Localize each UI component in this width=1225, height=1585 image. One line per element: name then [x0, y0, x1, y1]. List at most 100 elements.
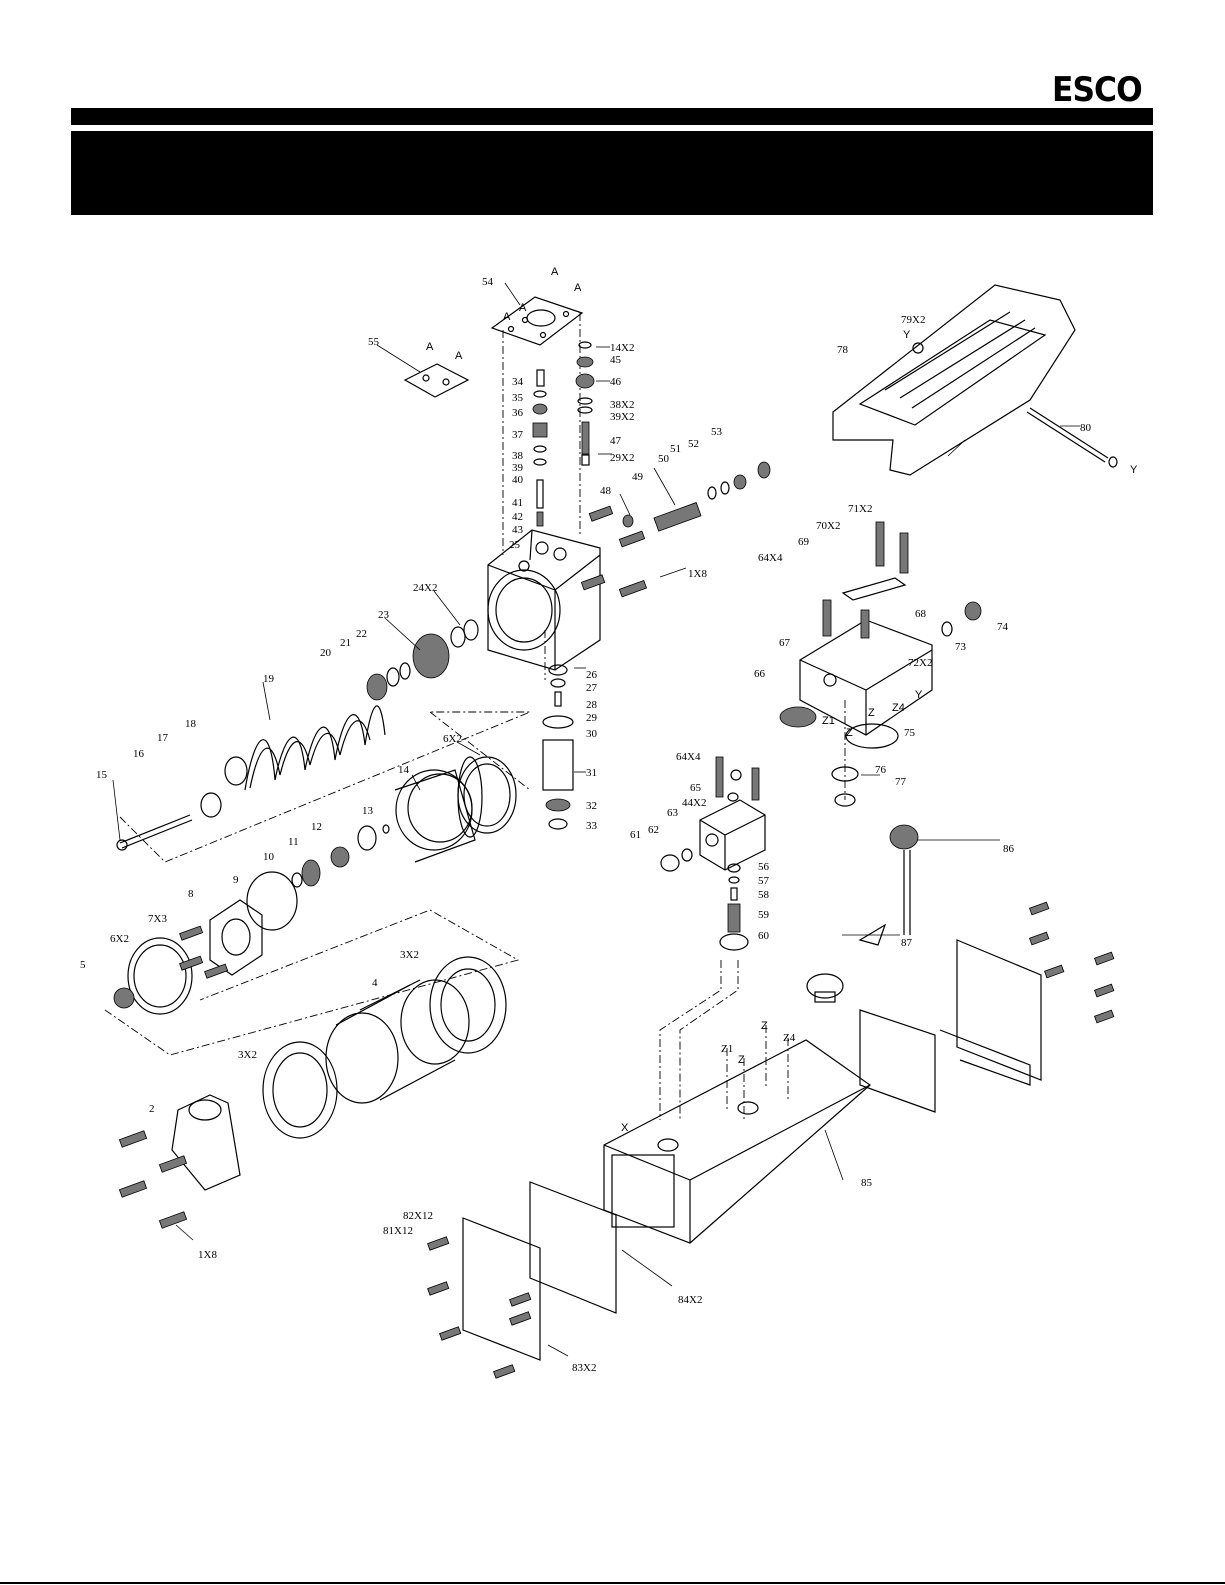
callout-47: 47	[610, 435, 622, 447]
callout-42: 42	[512, 511, 523, 523]
ring-6x2-upper	[457, 756, 517, 834]
callout-60: 60	[758, 930, 770, 942]
valve-stack-left	[532, 369, 548, 527]
callout-29x2: 29X2	[610, 452, 634, 464]
callout-21: 21	[340, 637, 351, 649]
gasket-3x2-right	[429, 956, 507, 1054]
callout-29: 29	[586, 712, 598, 724]
callout-34: 34	[512, 376, 524, 388]
header-title-bar	[71, 131, 1153, 215]
callout-z4: Z4	[892, 702, 905, 714]
callout-z: Z	[868, 707, 875, 719]
callout-70x2: 70X2	[816, 520, 840, 532]
callout-56: 56	[758, 861, 770, 873]
callout-14: 14	[398, 764, 410, 776]
callout-52: 52	[688, 438, 699, 450]
callout-40: 40	[512, 474, 524, 486]
callout-17: 17	[157, 732, 169, 744]
callout-73: 73	[955, 641, 967, 653]
callout-50: 50	[658, 453, 670, 465]
callout-61: 61	[630, 829, 641, 841]
callout-y: Y	[1130, 464, 1138, 476]
callout-2: 2	[149, 1103, 155, 1115]
callout-6x2: 6X2	[443, 733, 462, 745]
callout-26: 26	[586, 669, 598, 681]
callout-59: 59	[758, 909, 770, 921]
callout-6x2: 6X2	[110, 933, 129, 945]
end-plate-gasket-84x2	[529, 1009, 936, 1314]
callout-a: A	[574, 282, 582, 294]
callout-44x2: 44X2	[682, 797, 706, 809]
seal-44x2	[727, 792, 739, 802]
screws-1x8-lower	[118, 1130, 188, 1229]
callout-49: 49	[632, 471, 644, 483]
check-valve-56-60	[719, 863, 749, 951]
callout-83x2: 83X2	[572, 1362, 596, 1374]
callout-11: 11	[288, 836, 299, 848]
callout-57: 57	[758, 875, 770, 887]
callout-y: Y	[903, 329, 911, 341]
end-cap-2	[171, 1094, 241, 1191]
callout-31: 31	[586, 767, 597, 779]
bracket-left-83x2	[462, 1217, 541, 1361]
callout-38x2: 38X2	[610, 399, 634, 411]
callout-24x2: 24X2	[413, 582, 437, 594]
callout-46: 46	[610, 376, 622, 388]
callout-3x2: 3X2	[400, 949, 419, 961]
callout-10: 10	[263, 851, 275, 863]
brand-logo: ESCO	[1052, 70, 1143, 110]
callout-15: 15	[96, 769, 108, 781]
callout-58: 58	[758, 889, 770, 901]
callout-4: 4	[372, 977, 378, 989]
seal-62	[681, 848, 693, 862]
fitting-49-53	[622, 461, 771, 532]
callout-77: 77	[895, 776, 907, 788]
footer-rule	[0, 1582, 1225, 1584]
screws-81x12-left	[427, 1236, 532, 1379]
callout-85: 85	[861, 1177, 873, 1189]
fitting-66	[779, 706, 817, 728]
callout-28: 28	[586, 699, 598, 711]
callout-67: 67	[779, 637, 791, 649]
callout-1x8: 1X8	[198, 1249, 217, 1261]
plate-69	[841, 577, 907, 601]
callout-69: 69	[798, 536, 810, 548]
callout-45: 45	[610, 354, 622, 366]
callout-86: 86	[1003, 843, 1015, 855]
screws-1x8-upper	[580, 505, 648, 598]
callout-48: 48	[600, 485, 612, 497]
callout-53: 53	[711, 426, 723, 438]
screws-81x12-right	[1029, 901, 1115, 1024]
callout-20: 20	[320, 647, 332, 659]
cylinder-4	[325, 979, 470, 1104]
leader-lines	[112, 282, 1080, 1357]
callout-54: 54	[482, 276, 494, 288]
callout-a: A	[426, 341, 434, 353]
callout-41: 41	[512, 497, 523, 509]
callout-36: 36	[512, 407, 524, 419]
pin-80	[1026, 407, 1118, 468]
callout-a: A	[503, 311, 511, 323]
callout-43: 43	[512, 524, 524, 536]
cap-74	[964, 601, 982, 621]
o-ring-75	[845, 723, 899, 749]
callout-y: Y	[915, 689, 923, 701]
foot-pedal-78	[832, 284, 1076, 476]
callout-a: A	[551, 266, 559, 278]
screws-7x3	[179, 925, 229, 979]
callout-a: A	[455, 350, 463, 362]
piston-rod-group	[116, 619, 479, 851]
callout-35: 35	[512, 392, 524, 404]
callout-63: 63	[667, 807, 679, 819]
callout-18: 18	[185, 718, 197, 730]
callout-z: Z	[738, 1054, 745, 1066]
screws-64x4-upper	[822, 521, 909, 639]
outlet-fitting-26-33	[542, 664, 574, 830]
callout-39: 39	[512, 462, 524, 474]
callout-74: 74	[997, 621, 1009, 633]
callout-25: 25	[509, 539, 521, 551]
callout-84x2: 84X2	[678, 1294, 702, 1306]
retainer-77	[834, 793, 856, 807]
gasket-3x2-left	[262, 1041, 338, 1139]
callout-62: 62	[648, 824, 659, 836]
